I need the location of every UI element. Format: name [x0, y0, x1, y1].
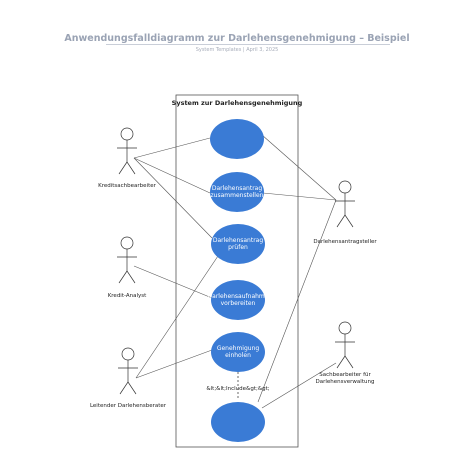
actor-kredit-analyst-label: Kredit-Analyst: [108, 293, 147, 299]
use-case-2[interactable]: Darlehensantrag zusammenstellen: [210, 172, 264, 212]
page-title: Anwendungsfalldiagramm zur Darlehensgene…: [64, 33, 410, 44]
actor-verwaltung-figure: [335, 321, 355, 369]
assoc-sachbearbeiter-uc3: [133, 157, 213, 239]
use-case-2-label-line1: Darlehensantrag: [212, 185, 263, 192]
use-case-1[interactable]: [210, 119, 264, 159]
use-case-4-label-line2: vorbereiten: [221, 300, 256, 307]
use-case-3[interactable]: Darlehensantrag prüfen: [211, 224, 265, 264]
include-label: &lt;&lt;Include&gt;&gt;: [206, 386, 269, 392]
actor-verwaltung-label-line1: Sachbearbeiter für: [319, 372, 371, 378]
system-boundary: [175, 94, 299, 448]
assoc-verwaltung-uc6: [261, 362, 337, 409]
actor-leitender-berater-label: Leitender Darlehensberater: [90, 403, 167, 409]
use-case-3-label-line2: prüfen: [228, 244, 248, 251]
actor-antragsteller-figure: [335, 180, 355, 228]
use-case-5-label-line2: einholen: [225, 352, 251, 359]
assoc-antragsteller-uc6: [257, 199, 337, 403]
assoc-antragsteller-uc1: [261, 134, 337, 201]
actor-verwaltung-label-line2: Darlehensverwaltung: [316, 379, 375, 385]
assoc-analyst-uc4: [133, 265, 213, 299]
title-divider: [106, 44, 390, 45]
assoc-antragsteller-uc2: [262, 192, 337, 201]
actor-kredit-analyst-figure: [117, 236, 137, 284]
use-case-4[interactable]: Darlehensaufnahme vorbereiten: [208, 280, 269, 320]
use-case-2-label-line2: zusammenstellen: [211, 192, 264, 199]
association-lines: [133, 134, 337, 409]
assoc-sachbearbeiter-uc2: [133, 157, 211, 194]
actor-kreditsachbearbeiter-figure: [117, 127, 137, 175]
actor-leitender-berater-figure: [118, 347, 138, 395]
use-case-5[interactable]: Genehmigung einholen: [211, 332, 265, 372]
system-title: System zur Darlehensgenehmigung: [172, 99, 303, 107]
actor-antragsteller-label: Darlehensantragsteller: [313, 239, 377, 245]
assoc-berater-uc5: [135, 349, 213, 379]
use-case-3-label-line1: Darlehensantrag: [213, 237, 264, 244]
use-case-5-label-line1: Genehmigung: [217, 345, 260, 352]
page-subtitle: System Templates | April 3, 2025: [195, 47, 279, 53]
assoc-berater-uc3: [135, 255, 219, 379]
assoc-sachbearbeiter-uc1: [133, 137, 211, 159]
actor-kreditsachbearbeiter-label: Kreditsachbearbeiter: [98, 183, 157, 189]
use-case-4-label-line1: Darlehensaufnahme: [208, 293, 269, 300]
use-case-6[interactable]: [211, 402, 265, 442]
